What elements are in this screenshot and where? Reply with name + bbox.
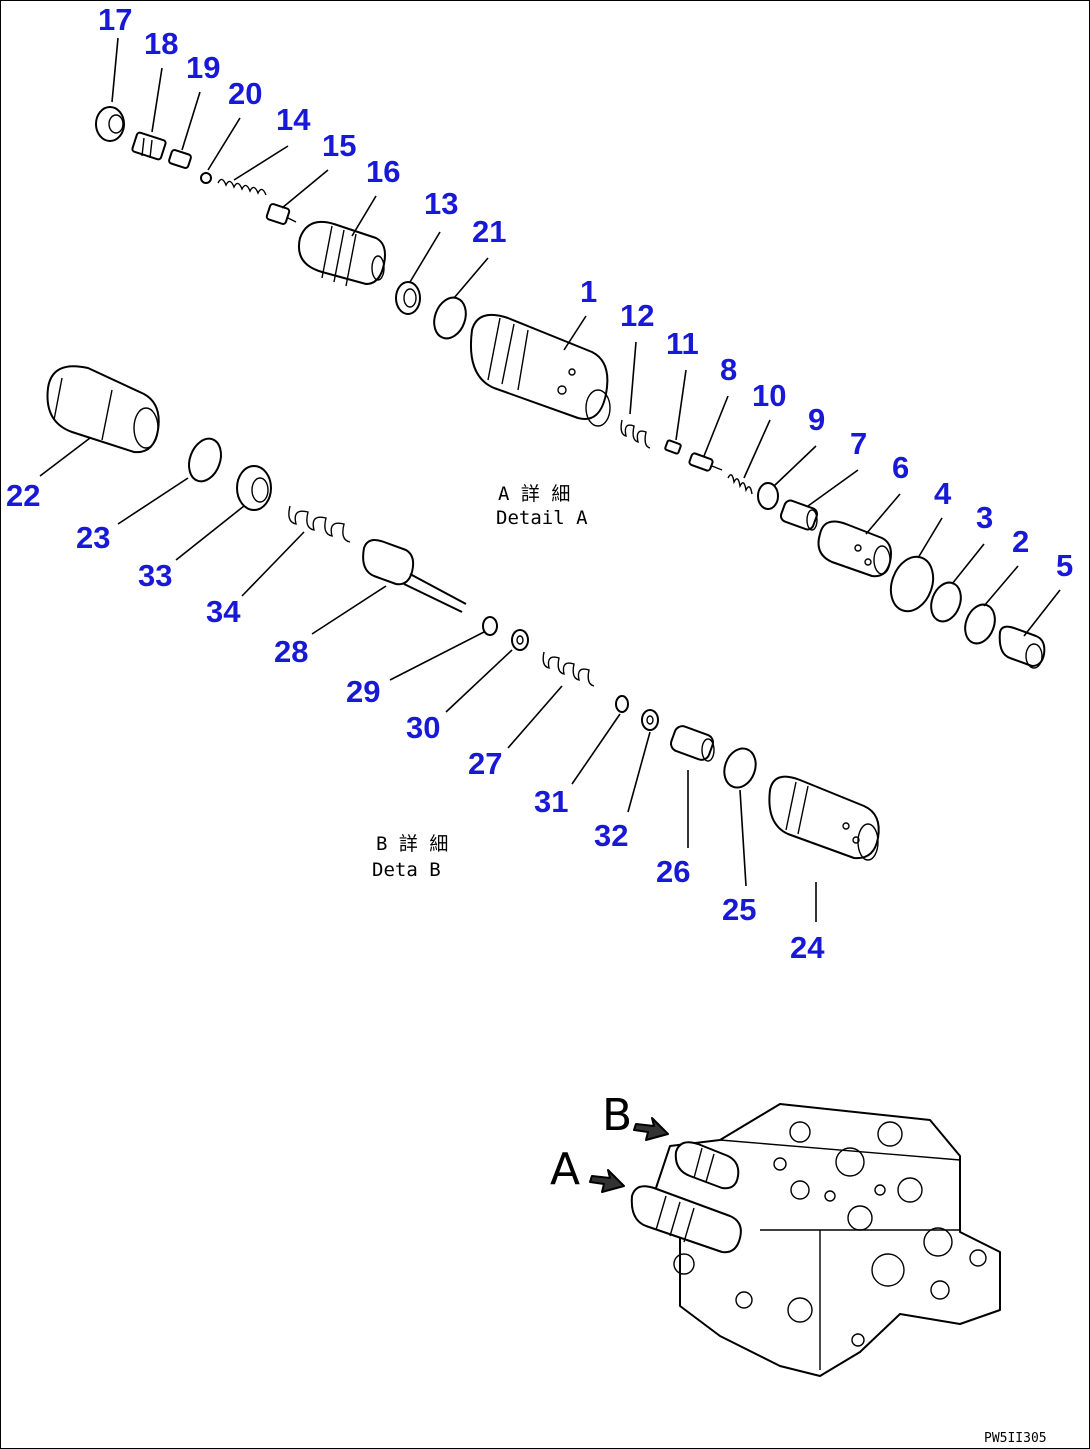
callout-18: 18: [144, 26, 178, 61]
part-21-o-ring: [433, 296, 467, 340]
callout-10: 10: [752, 378, 786, 413]
callout-2: 2: [1012, 524, 1029, 559]
callout-24: 24: [790, 930, 825, 965]
callout-27: 27: [468, 746, 502, 781]
detail-a-caption-jp: A 詳 細: [498, 483, 570, 505]
part-28-spool: [362, 539, 467, 613]
part-13-ring: [395, 281, 421, 315]
callout-4: 4: [934, 476, 952, 511]
part-2-o-ring: [964, 603, 996, 645]
callout-15: 15: [322, 128, 356, 163]
part-32-washer: [641, 709, 659, 731]
callout-8: 8: [720, 352, 737, 387]
view-b-arrow: [633, 1117, 669, 1141]
callout-30: 30: [406, 710, 440, 745]
callout-labels: 17 18 19 20 14 15 16 13 21 1 12 11 8 10 …: [6, 2, 1073, 965]
part-6-piston: [817, 520, 892, 578]
callout-23: 23: [76, 520, 110, 555]
callout-33: 33: [138, 558, 172, 593]
part-18-sleeve: [131, 131, 167, 161]
callout-29: 29: [346, 674, 380, 709]
part-14-spring: [217, 178, 267, 196]
part-27-spring: [542, 651, 595, 687]
detail-b-caption-en: Deta B: [372, 859, 441, 881]
callout-11: 11: [666, 326, 699, 361]
part-29-ball: [482, 616, 498, 636]
part-1-valve-body: [470, 314, 611, 427]
part-34-spring: [288, 505, 351, 543]
part-23-o-ring: [188, 437, 222, 483]
callout-12: 12: [620, 298, 654, 333]
callout-3: 3: [976, 500, 993, 535]
part-20-ball: [200, 172, 212, 184]
part-33-ring: [236, 465, 272, 511]
part-19-plug: [168, 149, 192, 169]
valve-block-assembly: [630, 1103, 1001, 1377]
part-15-poppet: [265, 203, 297, 225]
part-8-poppet: [688, 452, 723, 472]
detail-b-caption-jp: B 詳 細: [376, 833, 448, 855]
callout-16: 16: [366, 154, 400, 189]
part-17-nut: [95, 106, 125, 142]
part-16-housing: [298, 220, 386, 287]
part-31-ball: [615, 695, 629, 713]
callout-26: 26: [656, 854, 690, 889]
leader-lines: [39, 37, 1061, 922]
callout-31: 31: [534, 784, 568, 819]
callout-13: 13: [424, 186, 458, 221]
callout-9: 9: [808, 402, 825, 437]
part-4-o-ring: [889, 555, 935, 613]
callout-19: 19: [186, 50, 220, 85]
part-7-sleeve: [779, 499, 819, 531]
part-12-spring: [620, 419, 651, 449]
callout-32: 32: [594, 818, 628, 853]
part-5-cap: [998, 625, 1046, 669]
part-24-sleeve: [768, 775, 880, 861]
callout-20: 20: [228, 76, 262, 111]
part-10-spring: [727, 474, 753, 495]
callout-28: 28: [274, 634, 308, 669]
part-25-ring: [723, 747, 757, 789]
callout-7: 7: [850, 426, 867, 461]
view-marker-a: A: [550, 1144, 580, 1195]
view-a-arrow: [589, 1169, 625, 1193]
callout-5: 5: [1056, 548, 1073, 583]
part-30-washer: [511, 629, 529, 651]
part-11-pin: [664, 439, 682, 455]
callout-14: 14: [276, 102, 311, 137]
callout-1: 1: [580, 274, 597, 309]
drawing-code: PW5II305: [984, 1431, 1047, 1446]
callout-34: 34: [206, 594, 241, 629]
part-26-plug: [670, 725, 715, 762]
part-9-nut: [757, 482, 779, 510]
callout-21: 21: [472, 214, 506, 249]
part-22-housing: [46, 365, 160, 454]
callout-25: 25: [722, 892, 756, 927]
view-marker-b: B: [602, 1090, 632, 1141]
callout-22: 22: [6, 478, 40, 513]
detail-a-caption-en: Detail A: [496, 507, 588, 529]
parts-layer: [46, 106, 1046, 1377]
callout-6: 6: [892, 450, 909, 485]
callout-17: 17: [98, 2, 132, 37]
